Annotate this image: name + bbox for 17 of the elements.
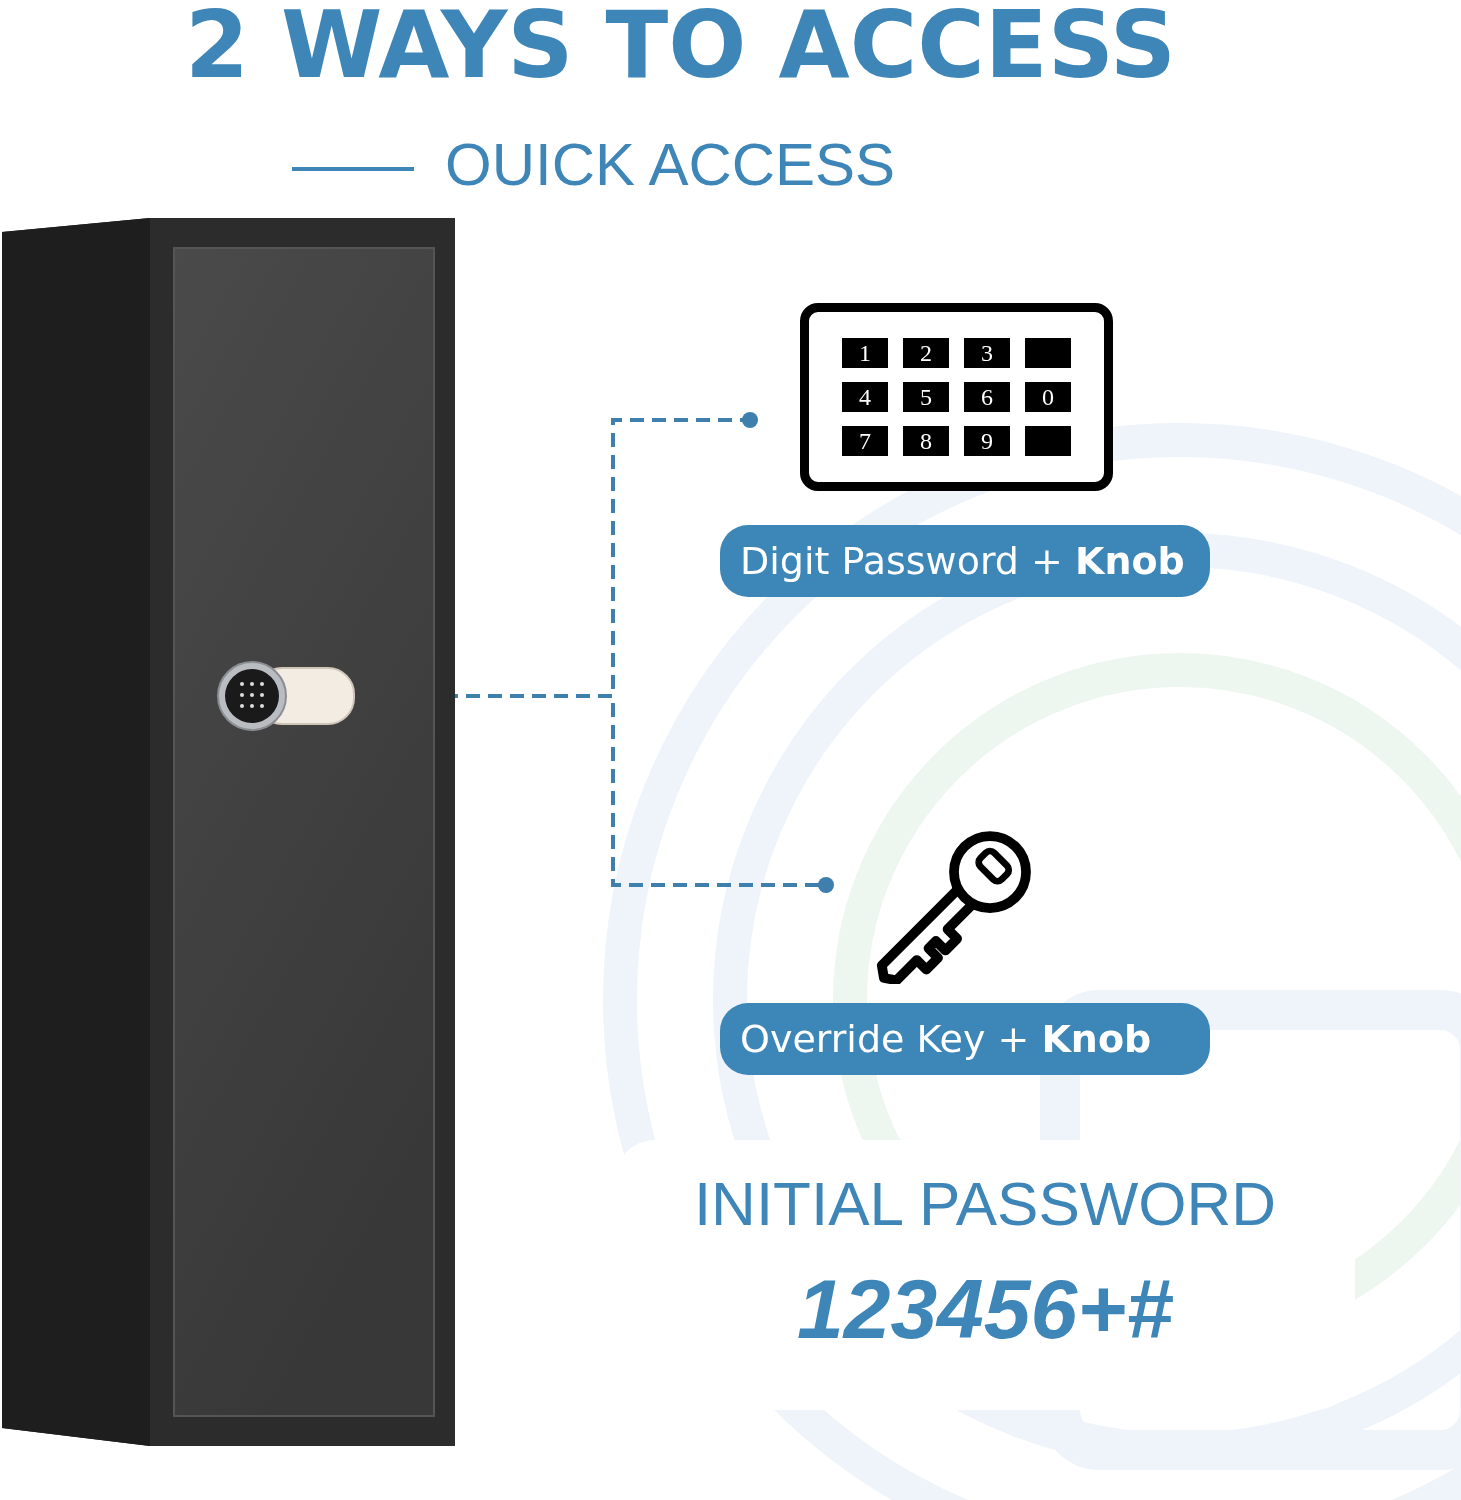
keypad-key: 6 xyxy=(964,382,1010,412)
keypad-key: 2 xyxy=(903,338,949,368)
keypad-key: 8 xyxy=(903,426,949,456)
keypad-key: 3 xyxy=(964,338,1010,368)
keypad-key: 5 xyxy=(903,382,949,412)
password-text: 123456+# xyxy=(796,1261,1174,1358)
keypad-key: 4 xyxy=(842,382,888,412)
keypad-key: 9 xyxy=(964,426,1010,456)
keypad-key: 7 xyxy=(842,426,888,456)
subtitle: OUICK ACCESS xyxy=(445,130,896,199)
title: 2 WAYS TO ACCESS xyxy=(183,0,1178,99)
keypad-key: 0 xyxy=(1025,382,1071,412)
keypad-key: 1 xyxy=(842,338,888,368)
caption-pill: Override Key + Knob xyxy=(720,1003,1210,1075)
panel-heading: INITIAL PASSWORD xyxy=(693,1168,1277,1239)
keypad-panel xyxy=(800,303,1113,491)
caption-pill: Digit Password + Knob xyxy=(720,525,1210,597)
